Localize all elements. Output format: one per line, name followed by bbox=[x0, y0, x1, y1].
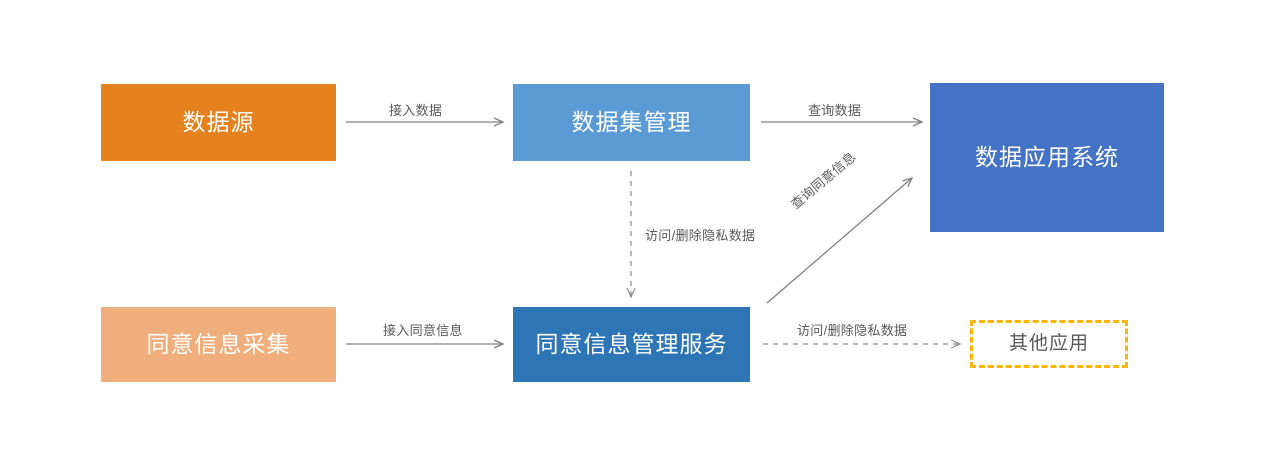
node-data-source-label: 数据源 bbox=[182, 108, 255, 135]
edge-query-consent bbox=[766, 176, 914, 304]
node-other-applications-label: 其他应用 bbox=[1008, 332, 1089, 354]
node-consent-management-service-label: 同意信息管理服务 bbox=[535, 330, 728, 357]
node-dataset-management-label: 数据集管理 bbox=[571, 108, 692, 135]
node-consent-collection[interactable]: 同意信息采集 bbox=[101, 307, 336, 382]
edge-label-query-data: 查询数据 bbox=[808, 103, 862, 118]
edge-label-access-delete-privacy-vertical: 访问/删除隐私数据 bbox=[645, 228, 756, 243]
edge-label-ingest-consent: 接入同意信息 bbox=[383, 323, 463, 338]
node-consent-management-service[interactable]: 同意信息管理服务 bbox=[513, 307, 750, 382]
node-other-applications[interactable]: 其他应用 bbox=[970, 320, 1128, 368]
node-data-application-system-label: 数据应用系统 bbox=[975, 143, 1119, 170]
node-dataset-management[interactable]: 数据集管理 bbox=[513, 84, 750, 161]
node-consent-collection-label: 同意信息采集 bbox=[146, 330, 291, 357]
node-data-source[interactable]: 数据源 bbox=[101, 84, 336, 161]
edge-label-ingest-data: 接入数据 bbox=[389, 103, 443, 118]
node-data-application-system[interactable]: 数据应用系统 bbox=[930, 83, 1164, 232]
edge-label-access-delete-privacy-bottom: 访问/删除隐私数据 bbox=[797, 323, 908, 338]
